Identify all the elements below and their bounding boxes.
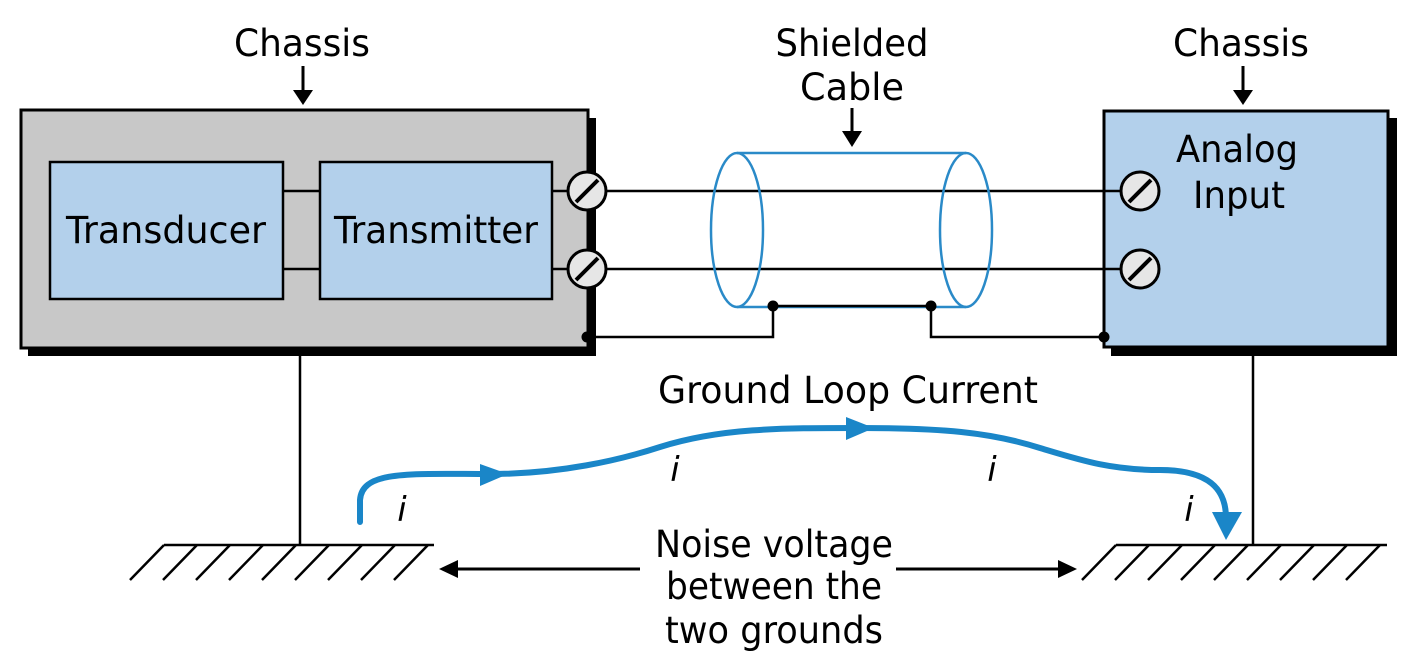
- left-ground-symbol: [129, 543, 434, 581]
- current-symbol-4: i: [1184, 490, 1194, 530]
- shielded-cable-arrow: [842, 108, 862, 147]
- analog-input-label-line2: Input: [1193, 174, 1285, 217]
- chassis-right-label: Chassis: [1173, 22, 1309, 65]
- transmitter-box: [318, 160, 554, 301]
- left-terminal-bottom-icon: [566, 248, 608, 290]
- current-symbol-2: i: [670, 450, 680, 490]
- chassis-left-arrow: [293, 66, 313, 105]
- ground-loop-current-label: Ground Loop Current: [658, 369, 1038, 412]
- transducer-label: Transducer: [65, 209, 267, 252]
- chassis-left-label: Chassis: [234, 22, 370, 65]
- noise-label-line3: two grounds: [665, 609, 883, 652]
- right-terminal-bottom-icon: [1119, 248, 1161, 290]
- right-ground-symbol: [1081, 543, 1387, 581]
- current-arrow-2: [846, 417, 874, 440]
- junction-dots: [581, 300, 1110, 343]
- left-terminal-top-icon: [566, 170, 608, 212]
- right-terminal-top-icon: [1119, 170, 1161, 212]
- current-arrow-1: [480, 464, 508, 486]
- noise-label-line1: Noise voltage: [655, 523, 893, 566]
- shielded-cable-label-line1: Shielded: [776, 22, 929, 65]
- right-chassis: [1102, 109, 1397, 356]
- noise-label-line2: between the: [666, 565, 882, 608]
- noise-arrow-right: [896, 560, 1077, 578]
- current-symbol-3: i: [987, 450, 997, 490]
- current-arrow-3: [1212, 512, 1242, 540]
- transducer-box: [48, 160, 285, 301]
- shielded-cable: [709, 151, 994, 309]
- ground-loop-current-path: [357, 417, 1242, 540]
- transmitter-label: Transmitter: [333, 209, 539, 252]
- analog-input-label-line1: Analog: [1176, 128, 1298, 171]
- chassis-right-arrow: [1233, 66, 1253, 105]
- noise-arrow-left: [439, 560, 640, 578]
- shield-drain-wire: [587, 304, 1104, 339]
- shielded-cable-label-line2: Cable: [800, 66, 904, 109]
- current-symbol-1: i: [397, 490, 407, 530]
